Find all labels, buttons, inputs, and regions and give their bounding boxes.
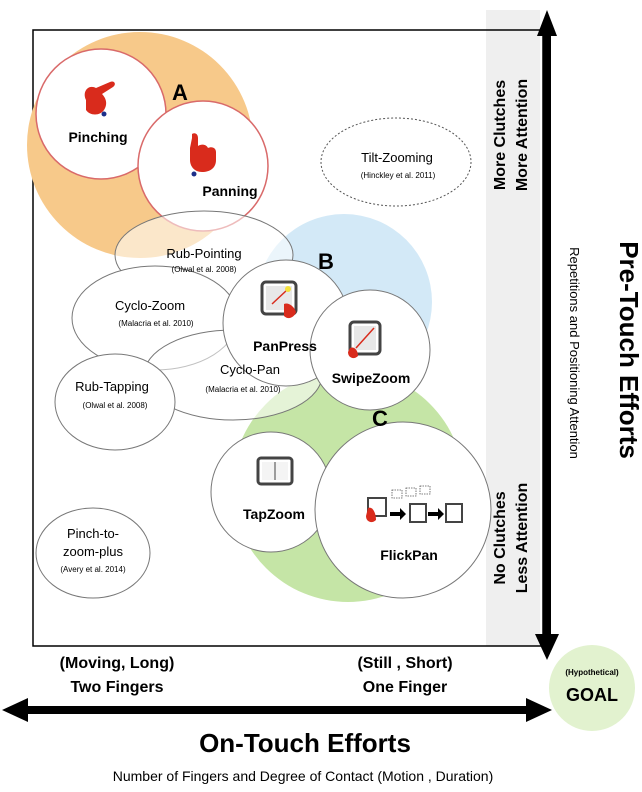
pinch-to-zoom-plus-ellipse: [35, 507, 151, 599]
tilt-zooming-label: Tilt-Zooming: [361, 150, 433, 165]
rub-tapping-label: Rub-Tapping: [75, 379, 149, 394]
hand-pinch-icon: [84, 81, 115, 117]
goal-circle: [549, 645, 635, 731]
tapzoom-circle: [210, 431, 332, 553]
y-axis-top-arrow: [537, 10, 557, 36]
less-attention-label: Less Attention: [514, 483, 531, 594]
x-axis-left-arrow: [2, 698, 28, 722]
region-a-label: A: [172, 80, 188, 105]
rub-tapping-ellipse: [54, 353, 176, 451]
flickpan-label: FlickPan: [380, 547, 438, 563]
side-panel: [486, 10, 540, 646]
x-axis-title: On-Touch Efforts: [199, 728, 411, 758]
y-axis-bottom-arrow: [535, 634, 559, 660]
tilt-zooming-ellipse: [320, 117, 472, 207]
flickpan-circle: [314, 421, 492, 599]
more-clutches-label: More Clutches: [492, 80, 509, 190]
rub-pointing-cite: (Olwal et al. 2008): [172, 265, 237, 274]
goal-label: GOAL: [566, 685, 618, 705]
cyclo-zoom-label: Cyclo-Zoom: [115, 298, 185, 313]
watch-tapzoom-icon: [256, 456, 294, 486]
x-left-line2: Two Fingers: [70, 679, 163, 696]
region-b-label: B: [318, 249, 334, 274]
x-axis-subtitle: Number of Fingers and Degree of Contact …: [113, 768, 494, 784]
no-clutches-label: No Clutches: [492, 491, 509, 584]
watch-swipezoom-icon: [348, 320, 382, 359]
cyclo-pan-label: Cyclo-Pan: [220, 362, 280, 377]
rub-tapping-cite: (Olwal et al. 2008): [83, 401, 148, 410]
x-right-line2: One Finger: [363, 679, 447, 696]
pinch-to-zoom-plus-label-1: Pinch-to-: [67, 526, 119, 541]
cyclo-zoom-cite: (Malacria et al. 2010): [118, 319, 193, 328]
panpress-label: PanPress: [253, 338, 317, 354]
x-left-line1: (Moving, Long): [60, 655, 175, 672]
watch-flickpan-icon: [366, 485, 463, 523]
region-c-label: C: [372, 406, 388, 431]
tilt-zooming-cite: (Hinckley et al. 2011): [361, 171, 436, 180]
pinching-label: Pinching: [68, 129, 127, 145]
pinch-to-zoom-plus-cite: (Avery et al. 2014): [60, 565, 126, 574]
watch-panpress-icon: [260, 280, 298, 319]
hand-pan-icon: [190, 133, 216, 177]
panning-label: Panning: [202, 183, 257, 199]
tapzoom-label: TapZoom: [243, 506, 305, 522]
swipezoom-label: SwipeZoom: [332, 370, 411, 386]
y-axis-title: Pre-Touch Efforts: [614, 241, 642, 459]
cyclo-pan-cite: (Malacria et al. 2010): [205, 385, 280, 394]
y-axis-subtitle: Repetitions and Positioning Attention: [567, 247, 582, 459]
more-attention-label: More Attention: [514, 79, 531, 191]
rub-pointing-label: Rub-Pointing: [166, 246, 241, 261]
x-axis-right-arrow: [526, 698, 552, 722]
x-right-line1: (Still , Short): [357, 655, 452, 672]
pinch-to-zoom-plus-label-2: zoom-plus: [63, 544, 123, 559]
goal-note: (Hypothetical): [565, 668, 619, 677]
